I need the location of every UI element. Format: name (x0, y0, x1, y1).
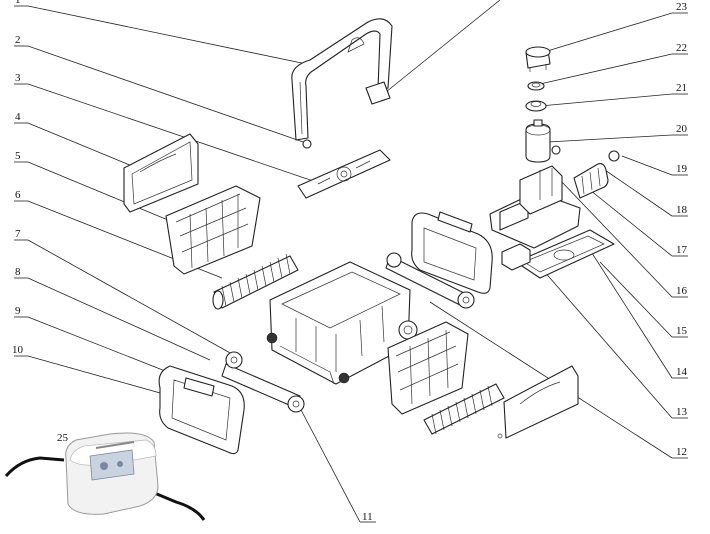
impeller-icon (525, 46, 551, 72)
callout-16: 16 (676, 285, 688, 297)
power-supply-icon (4, 432, 206, 521)
top-plate-icon (297, 149, 391, 199)
handle-icon (291, 18, 393, 149)
brush-roller-icon (212, 253, 299, 310)
callout-2: 2 (15, 34, 21, 46)
capacitor-icon (525, 119, 561, 163)
callout-14: 14 (676, 366, 688, 378)
callout-23: 23 (676, 1, 688, 13)
callout-17: 17 (676, 244, 688, 256)
brush-roller-2-icon (423, 383, 505, 435)
callout-15: 15 (676, 325, 688, 337)
leader-lines (14, 0, 688, 523)
callout-9: 9 (15, 305, 21, 317)
callout-11: 11 (362, 511, 373, 523)
filter-basket-icon (165, 185, 261, 275)
callout-10: 10 (12, 344, 24, 356)
callout-8: 8 (15, 266, 21, 278)
callout-20: 20 (676, 123, 688, 135)
ring-21-icon (525, 100, 547, 112)
filter-lid-icon (123, 133, 199, 213)
bottom-plate-icon (501, 229, 615, 279)
callout-22: 22 (676, 42, 687, 54)
callout-5: 5 (15, 150, 21, 162)
callout-19: 19 (676, 163, 688, 175)
side-handle-icon (158, 365, 245, 455)
callout-labels: 1 2 3 4 5 6 7 8 9 10 11 12 13 14 15 16 1… (12, 0, 688, 523)
callout-18: 18 (676, 204, 688, 216)
bottom-lid-icon (497, 365, 579, 439)
motor-icon (573, 150, 620, 199)
callout-7: 7 (15, 228, 21, 240)
callout-21: 21 (676, 82, 687, 94)
ring-22-icon (527, 81, 545, 91)
side-handle-2-icon (411, 211, 493, 294)
callout-25: 25 (57, 432, 69, 444)
track-belt-icon (221, 351, 305, 413)
callout-3: 3 (15, 72, 21, 84)
filter-basket-2-icon (387, 321, 469, 415)
callout-1: 1 (15, 0, 21, 6)
chassis-icon (266, 261, 418, 385)
callout-12: 12 (676, 446, 687, 458)
callout-6: 6 (15, 189, 21, 201)
track-belt-2-icon (385, 252, 475, 309)
callout-4: 4 (15, 111, 21, 123)
callout-13: 13 (676, 406, 688, 418)
motor-base-icon (489, 165, 581, 249)
